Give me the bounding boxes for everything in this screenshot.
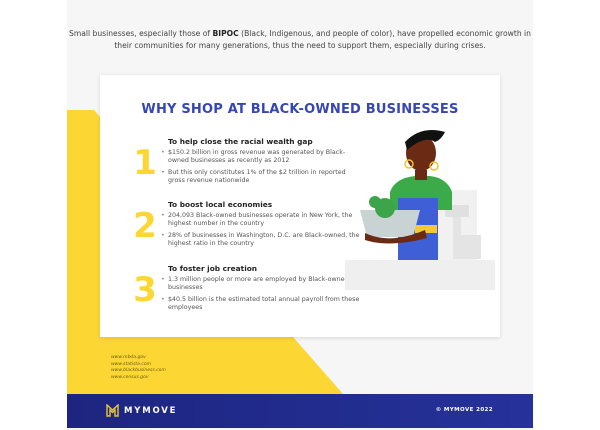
brand-name: MYMOVE: [124, 405, 178, 416]
source-link[interactable]: www.census.gov: [111, 374, 149, 380]
reason-bullet: 204,093 Black-owned businesses operate i…: [161, 212, 363, 227]
source-link[interactable]: www.statista.com: [111, 361, 151, 367]
infographic-title: WHY SHOP AT BLACK-OWNED BUSINESSES: [141, 102, 459, 117]
reason-bullet: But this only constitutes 1% of the $2 t…: [161, 169, 363, 184]
reason-heading: To help close the racial wealth gap: [168, 137, 313, 146]
sources-list: www.mbda.gov www.statista.com www.blackb…: [111, 355, 166, 381]
mymove-logo: MYMOVE: [106, 404, 177, 417]
reason-heading: To foster job creation: [168, 264, 258, 273]
mymove-logo-icon: [106, 404, 119, 417]
source-link[interactable]: www.blackbusiness.com: [111, 368, 166, 374]
reason-bullet: $150.2 billion in gross revenue was gene…: [161, 149, 363, 164]
reason-bullet: $40.5 billion is the estimated total ann…: [161, 296, 363, 311]
reason-heading: To boost local economies: [168, 200, 273, 209]
shopkeeper-illustration: [345, 129, 495, 290]
source-link[interactable]: www.mbda.gov: [111, 355, 146, 360]
reason-number: 2: [133, 206, 157, 246]
copyright: © MYMOVE 2022: [435, 407, 493, 413]
footer-bar: MYMOVE © MYMOVE 2022: [67, 394, 533, 428]
content-card: WHY SHOP AT BLACK-OWNED BUSINESSES 1 To …: [100, 75, 500, 337]
reason-number: 1: [133, 143, 157, 183]
infographic: Small businesses, especially those of BI…: [67, 0, 533, 430]
reason-bullet: 1.3 million people or more are employed …: [161, 276, 363, 291]
intro-text: Small businesses, especially those of BI…: [69, 29, 531, 50]
reason-bullet: 28% of businesses in Washington, D.C. ar…: [161, 232, 363, 247]
reason-number: 3: [133, 270, 157, 310]
